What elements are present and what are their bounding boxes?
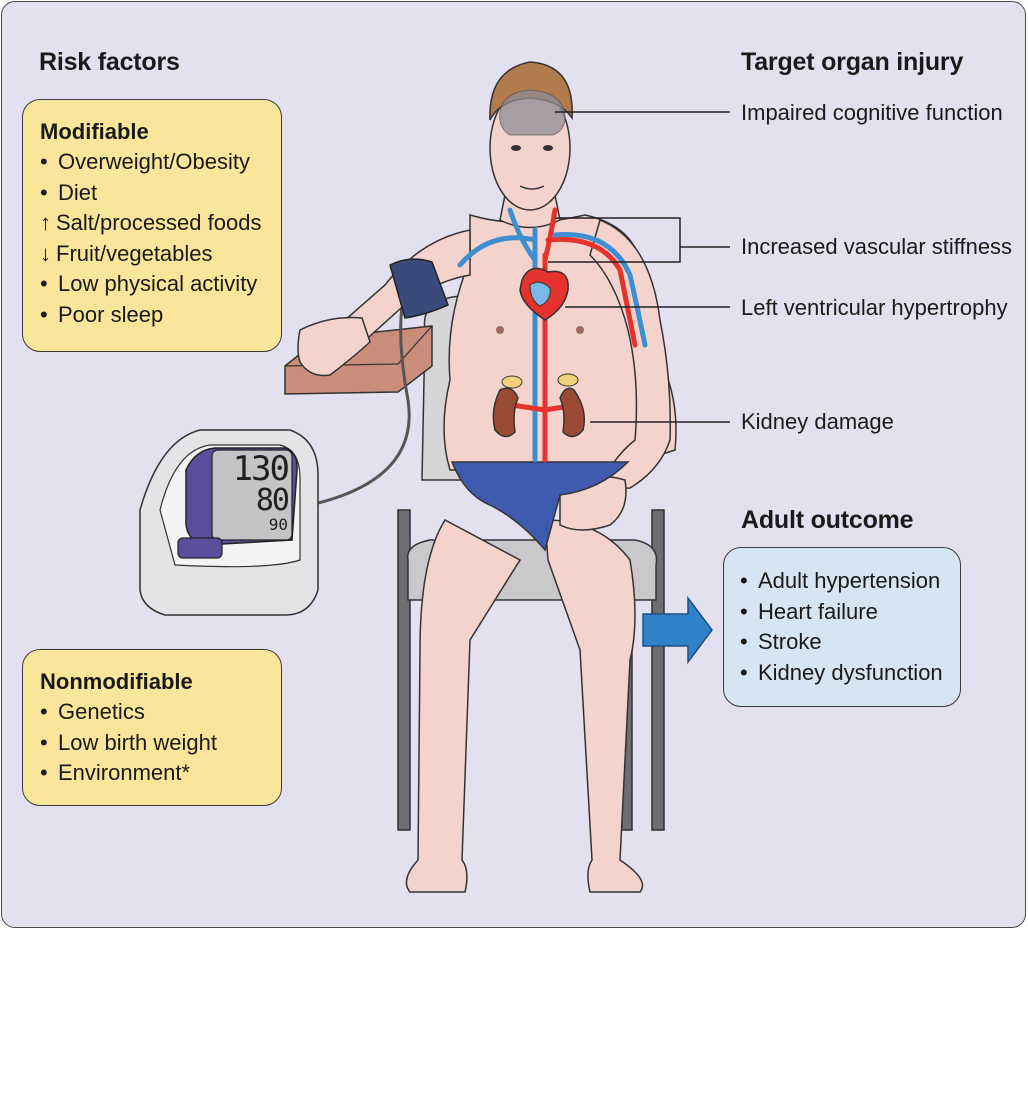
adult-outcome-list: Adult hypertensionHeart failureStrokeKid… [740,566,960,688]
list-item: Low birth weight [40,728,281,759]
monitor-button-icon [177,537,223,559]
organ-label-vascular: Increased vascular stiffness [741,234,1013,259]
outcome-arrow-icon [642,595,713,665]
child-figure-icon [297,61,677,893]
list-item: Poor sleep [40,300,281,331]
list-item: Stroke [740,627,960,658]
list-item: Heart failure [740,597,960,628]
list-item: Kidney dysfunction [740,658,960,689]
list-item: Adult hypertension [740,566,960,597]
cuff-tube-icon [309,289,411,507]
list-item: Salt/processed foods [40,208,281,239]
adult-outcome-box: Adult hypertensionHeart failureStrokeKid… [723,547,961,707]
list-item: Fruit/vegetables [40,239,281,270]
label-leader-lines [548,111,730,423]
list-item: Low physical activity [40,269,281,300]
list-item: Diet [40,178,281,209]
modifiable-title: Modifiable [40,119,149,144]
blood-pressure-cuff-icon [389,258,449,319]
modifiable-list: Overweight/ObesityDietSalt/processed foo… [40,147,281,330]
organ-label-kidney: Kidney damage [741,409,894,434]
blood-pressure-monitor-icon [139,429,319,616]
brain-icon [499,89,566,136]
illustration [139,61,730,893]
list-item: Overweight/Obesity [40,147,281,178]
organ-label-ventricular: Left ventricular hypertrophy [741,295,1008,320]
bp-systolic: 130 [232,449,290,489]
adult-outcome-heading: Adult outcome [741,506,914,534]
modifiable-risk-box: Modifiable Overweight/ObesityDietSalt/pr… [22,99,282,352]
bp-pulse: 90 [268,515,288,534]
organ-label-cognitive: Impaired cognitive function [741,100,1003,125]
nonmodifiable-risk-box: Nonmodifiable GeneticsLow birth weightEn… [22,649,282,806]
bp-readout: 130 80 90 [224,449,290,534]
bp-diastolic: 80 [255,483,290,518]
nonmodifiable-list: GeneticsLow birth weightEnvironment* [40,697,281,789]
list-item: Environment* [40,758,281,789]
nonmodifiable-title: Nonmodifiable [40,669,193,694]
kidneys-icon [492,373,586,438]
risk-factors-heading: Risk factors [39,48,180,76]
list-item: Genetics [40,697,281,728]
target-organ-injury-heading: Target organ injury [741,48,964,76]
